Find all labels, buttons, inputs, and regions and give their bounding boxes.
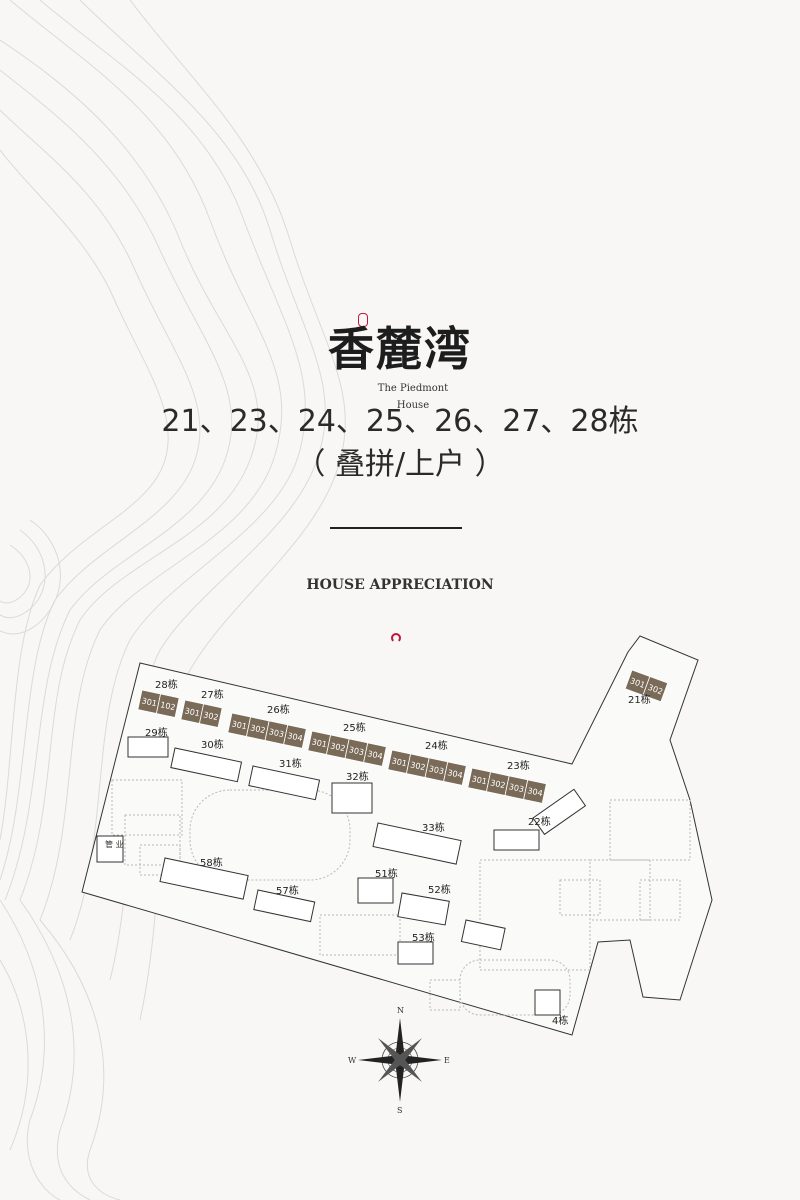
label-53: 53栋 <box>412 931 435 944</box>
building-58 <box>159 857 249 900</box>
label-57: 57栋 <box>276 884 299 897</box>
house-type-subheading: （ 叠拼/上户 ） <box>295 447 505 482</box>
label-31: 31栋 <box>279 757 302 770</box>
unit-label: 301 <box>184 706 201 718</box>
label-58: 58栋 <box>200 856 223 869</box>
unit-block[interactable] <box>155 693 180 718</box>
unit-label: 301 <box>141 696 158 708</box>
compass-south: S <box>397 1106 402 1115</box>
compass-rose-icon: N S E W <box>348 1006 450 1115</box>
label-51: 51栋 <box>375 867 398 880</box>
unit-label: 304 <box>287 731 304 743</box>
unit-label: 303 <box>508 782 525 794</box>
building-label: 28栋 <box>155 678 178 691</box>
seal-mark <box>358 313 368 327</box>
building-33 <box>372 822 462 865</box>
compass-east: E <box>444 1056 450 1065</box>
brand-name-chinese: 香麓湾 <box>328 322 472 376</box>
building-label: 21栋 <box>628 693 651 706</box>
unit-block[interactable] <box>642 675 669 703</box>
unit-block[interactable] <box>283 724 307 749</box>
building-label: 24栋 <box>425 739 448 752</box>
unit-label: 301 <box>231 719 248 731</box>
building-label: 26栋 <box>267 703 290 716</box>
building-30 <box>170 747 243 783</box>
building-57 <box>253 889 316 923</box>
building-label: 27栋 <box>201 688 224 701</box>
label-4: 4栋 <box>552 1014 568 1027</box>
unit-label: 301 <box>391 756 408 768</box>
building-22 <box>493 829 540 851</box>
unit-label: 303 <box>348 745 365 757</box>
building-53 <box>397 941 434 965</box>
unit-label: 302 <box>489 778 506 790</box>
unit-label: 304 <box>367 749 384 761</box>
label-29: 29栋 <box>145 726 168 739</box>
building-31 <box>248 765 321 801</box>
label-52: 52栋 <box>428 883 451 896</box>
unit-label: 301 <box>311 737 328 749</box>
management-office-label: 管 业 <box>105 839 124 849</box>
unit-label: 304 <box>447 768 464 780</box>
building-29 <box>127 736 169 758</box>
brand-english-line2: House <box>396 400 430 411</box>
compass-west: W <box>348 1056 357 1065</box>
label-33: 33栋 <box>422 821 445 834</box>
building-4 <box>534 989 561 1016</box>
building-list-heading: 21、23、24、25、26、27、28栋 <box>161 404 639 439</box>
location-marker-icon <box>391 633 401 643</box>
management-office <box>96 835 124 863</box>
unit-label: 304 <box>527 786 544 798</box>
label-22: 22栋 <box>528 815 551 828</box>
unit-block[interactable] <box>523 779 547 804</box>
unit-label: 303 <box>268 727 285 739</box>
unit-label: 302 <box>249 723 266 735</box>
unit-label: 302 <box>202 710 219 722</box>
unit-label: 302 <box>329 741 346 753</box>
unit-label: 102 <box>159 700 176 712</box>
section-title: HOUSE APPRECIATION <box>306 577 494 593</box>
building-label: 23栋 <box>507 759 530 772</box>
label-32: 32栋 <box>346 770 369 783</box>
brand-english-line1: The Piedmont <box>377 383 449 394</box>
building-22b <box>532 788 587 836</box>
divider <box>330 527 462 529</box>
label-30: 30栋 <box>201 738 224 751</box>
brand-name-english: The Piedmont House <box>368 380 458 414</box>
building-52 <box>397 892 450 926</box>
building-32 <box>331 782 373 814</box>
unit-label: 302 <box>409 760 426 772</box>
unit-label: 303 <box>428 764 445 776</box>
compass-north: N <box>397 1006 404 1015</box>
building-plain <box>460 919 506 951</box>
unit-label: 301 <box>471 774 488 786</box>
building-51 <box>357 877 394 904</box>
building-label: 25栋 <box>343 721 366 734</box>
unit-block[interactable] <box>363 742 387 767</box>
unit-block[interactable] <box>198 703 223 728</box>
unit-block[interactable] <box>443 761 467 786</box>
